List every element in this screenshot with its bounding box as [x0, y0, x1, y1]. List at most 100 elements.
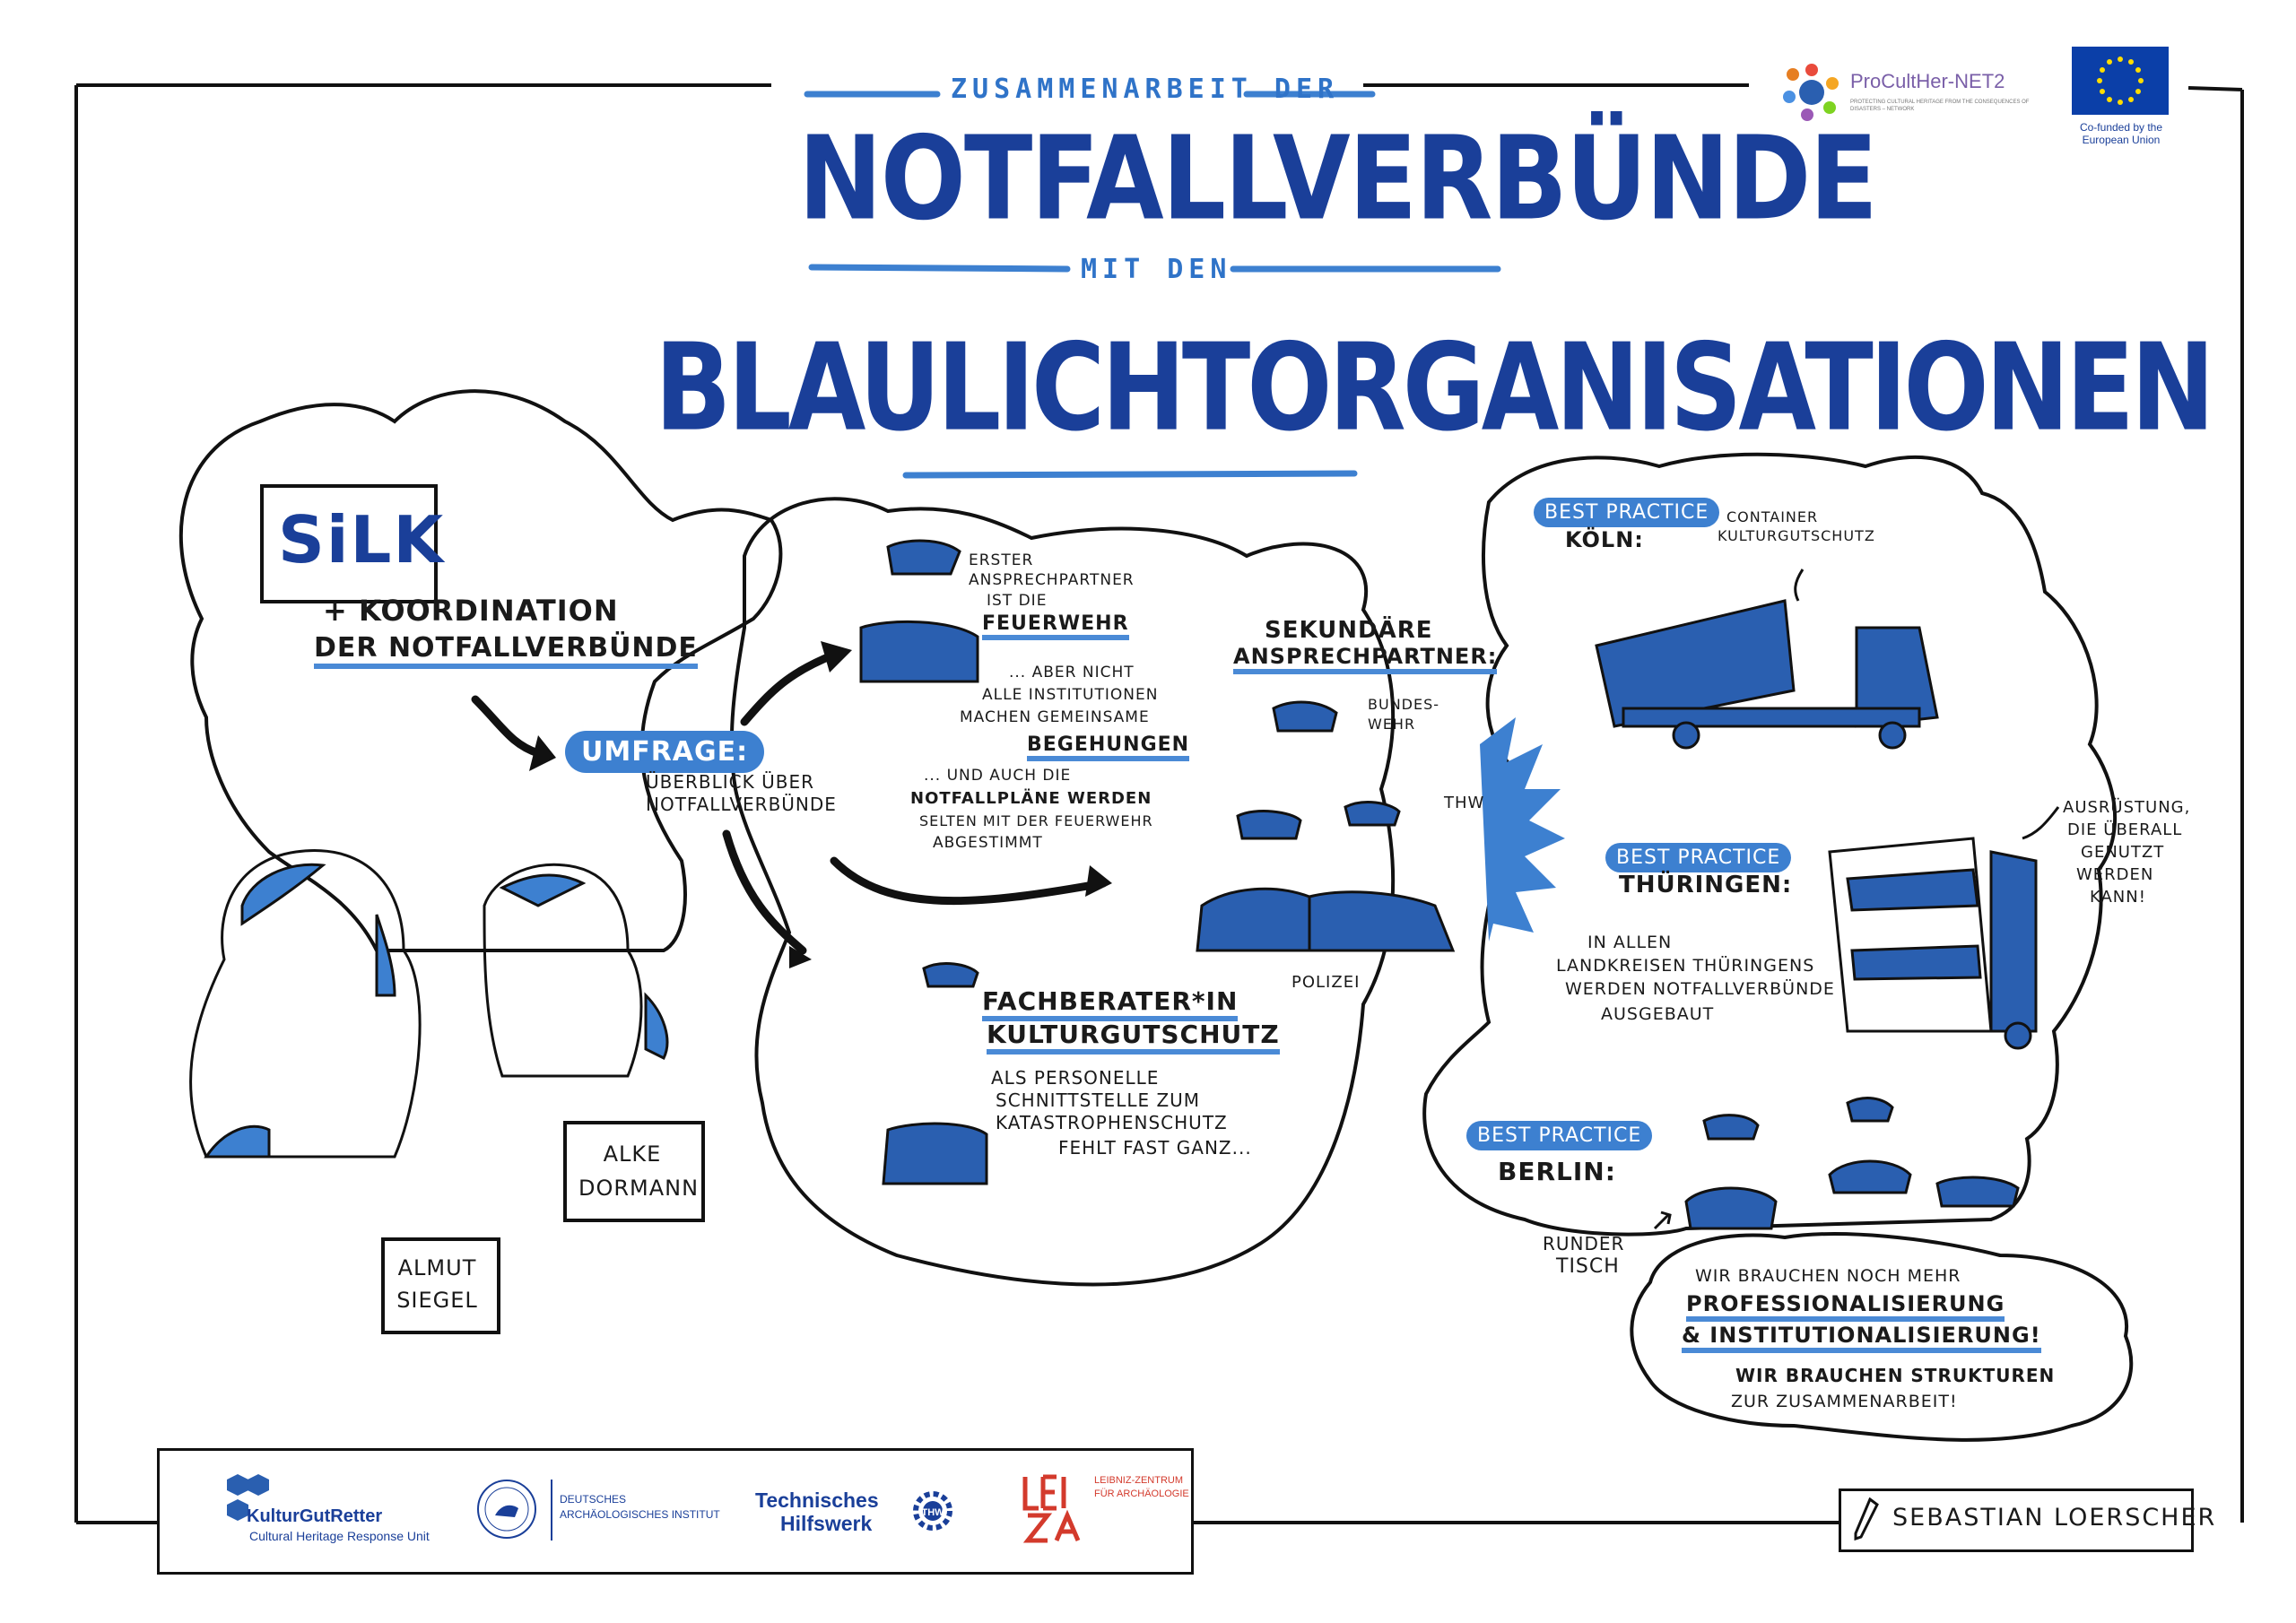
plane-line1: ... UND AUCH DIE: [924, 767, 1072, 785]
berlin-line1: BEST PRACTICE: [1466, 1121, 1653, 1150]
leiza-logo-icon: [1022, 1474, 1081, 1543]
koeln-line2: KÖLN:: [1565, 527, 1644, 552]
quote-line2: PROFESSIONALISIERUNG: [1686, 1291, 2005, 1322]
plane-line3: SELTEN MIT DER FEUERWEHR: [919, 812, 1153, 829]
koeln-line1: BEST PRACTICE: [1534, 498, 1720, 527]
title-line1: ZUSAMMENARBEIT DER: [951, 74, 1340, 105]
quote-line5: ZUR ZUSAMMENARBEIT!: [1731, 1392, 1958, 1411]
quote-line1: WIR BRAUCHEN NOCH MEHR: [1695, 1266, 1961, 1286]
eu-flag-icon: [2072, 47, 2169, 115]
name-card-alke: [563, 1121, 705, 1222]
kgr-hex-icon: [227, 1474, 269, 1521]
berlin-line2: BERLIN:: [1498, 1157, 1616, 1186]
kgr-sub: Cultural Heritage Response Unit: [249, 1529, 430, 1543]
sekundaer-line2: ANSPRECHPARTNER:: [1233, 644, 1498, 674]
koordination-line1: + KOORDINATION: [323, 594, 619, 628]
fach-line5: KATASTROPHENSCHUTZ: [996, 1112, 1228, 1133]
procultner-logo: ProCultHer-NET2 PROTECTING CULTURAL HERI…: [1780, 61, 2040, 133]
thueringen-line2: THÜRINGEN:: [1619, 872, 1793, 898]
fach-line1: FACHBERATER*IN: [982, 986, 1239, 1021]
feuerwehr-line3: IST DIE: [987, 592, 1048, 610]
aber-line1: ... ABER NICHT: [1009, 664, 1135, 681]
arrows: [471, 650, 1108, 955]
center-cloud: [729, 497, 1396, 1287]
svg-text:THW: THW: [921, 1507, 944, 1518]
fach-line3: ALS PERSONELLE: [991, 1067, 1160, 1089]
quote-cloud: [1630, 1232, 2134, 1442]
quote-line3: & INSTITUTIONALISIERUNG!: [1682, 1323, 2041, 1353]
people-left: [189, 849, 669, 1159]
sekundaer-line1: SEKUNDÄRE: [1265, 617, 1433, 644]
title-line3: MIT DEN: [1081, 254, 1232, 285]
umfrage-line2: NOTFALLVERBÜNDE: [646, 794, 837, 815]
thueringen-text1: IN ALLEN: [1587, 933, 1673, 952]
vehicles: [1595, 599, 2038, 1050]
ausruestung-line5: KANN!: [2090, 888, 2146, 907]
left-cloud: [178, 389, 783, 952]
name-card-almut: [381, 1237, 500, 1334]
footer-logos-box: [157, 1448, 1194, 1575]
fach-line6: FEHLT FAST GANZ...: [1058, 1137, 1252, 1159]
quote-line4: WIR BRAUCHEN STRUKTUREN: [1735, 1365, 2056, 1386]
plane-line4: ABGESTIMMT: [933, 834, 1043, 852]
artist-box: [1839, 1488, 2194, 1552]
runder-line2: TISCH: [1556, 1255, 1620, 1278]
aber-line2: ALLE INSTITUTIONEN: [982, 686, 1159, 704]
kgr-name: KulturGutRetter: [247, 1506, 383, 1526]
people-center: [859, 539, 1456, 1185]
koordination-line2: DER NOTFALLVERBÜNDE: [314, 632, 698, 669]
umfrage-line1: ÜBERBLICK ÜBER: [646, 771, 814, 793]
leiza-line2: FÜR ARCHÄOLOGIE: [1094, 1488, 1189, 1499]
ausruestung-line1: AUSRÜSTUNG,: [2063, 798, 2191, 817]
person-almut: ALMUT SIEGEL: [396, 1255, 478, 1313]
pen-icon: [1854, 1497, 1879, 1541]
burst-shape: [1480, 717, 1565, 942]
ausruestung-line4: WERDEN: [2076, 865, 2154, 884]
feuerwehr-line2: ANSPRECHPARTNER: [969, 571, 1135, 589]
procultner-name: ProCultHer-NET2: [1850, 70, 2005, 92]
arrow-heads: [529, 641, 1112, 968]
dai-line1: DEUTSCHES: [560, 1493, 627, 1506]
small-arrows: [1653, 568, 2060, 1230]
container-line1: CONTAINER: [1726, 508, 1819, 525]
fach-line2: KULTURGUTSCHUTZ: [987, 1020, 1280, 1055]
eu-text: Co-funded by the European Union: [2079, 121, 2163, 146]
thueringen-text4: AUSGEBAUT: [1601, 1004, 1715, 1024]
thw-line1: Technisches: [755, 1488, 879, 1512]
ausruestung-line3: GENUTZT: [2081, 843, 2165, 862]
thw-cog-icon: THW: [913, 1491, 952, 1531]
thueringen-line1: BEST PRACTICE: [1605, 843, 1792, 872]
plane-line2: NOTFALLPLÄNE WERDEN: [910, 789, 1152, 808]
title-line2: NOTFALLVERBÜNDE: [798, 112, 1878, 247]
leiza-line1: LEIBNIZ-ZENTRUM: [1094, 1475, 1183, 1486]
title-rules: [804, 91, 1501, 479]
feuerwehr-line4: FEUERWEHR: [982, 612, 1129, 640]
dai-line2: ARCHÄOLOGISCHES INSTITUT: [560, 1508, 720, 1521]
container-line2: KULTURGUTSCHUTZ: [1718, 527, 1875, 544]
thueringen-text3: WERDEN NOTFALLVERBÜNDE: [1565, 979, 1835, 999]
frame: [74, 83, 2244, 1524]
title-line4: BLAULICHTORGANISATIONEN: [655, 318, 2215, 458]
thueringen-text2: LANDKREISEN THÜRINGENS: [1556, 956, 1815, 976]
bundeswehr-label: BUNDES-WEHR: [1368, 696, 1440, 733]
dai-seal-icon: [477, 1480, 536, 1539]
runder-line1: RUNDER: [1543, 1233, 1625, 1254]
artist-name: SEBASTIAN LOERSCHER: [1892, 1504, 2217, 1532]
ausruestung-line2: DIE ÜBERALL: [2067, 820, 2183, 839]
dai-divider: [551, 1480, 552, 1541]
procultner-icon: [1783, 64, 1839, 121]
aber-line3: MACHEN GEMEINSAME: [960, 708, 1150, 726]
procultner-sub: PROTECTING CULTURAL HERITAGE FROM THE CO…: [1850, 100, 2030, 112]
person-alke: ALKE DORMANN: [578, 1141, 700, 1201]
silk-label: SiLK: [278, 502, 446, 577]
umfrage-label: UMFRAGE:: [565, 731, 765, 773]
fach-line4: SCHNITTSTELLE ZUM: [996, 1089, 1201, 1111]
feuerwehr-line1: ERSTER: [969, 551, 1034, 569]
aber-line4: BEGEHUNGEN: [1027, 733, 1190, 761]
thw-label: THW: [1444, 794, 1485, 812]
polizei-label: POLIZEI: [1292, 973, 1361, 992]
thw-line2: Hilfswerk: [780, 1512, 873, 1535]
silk-box: [260, 484, 438, 603]
people-berlin: [1684, 1097, 2020, 1230]
